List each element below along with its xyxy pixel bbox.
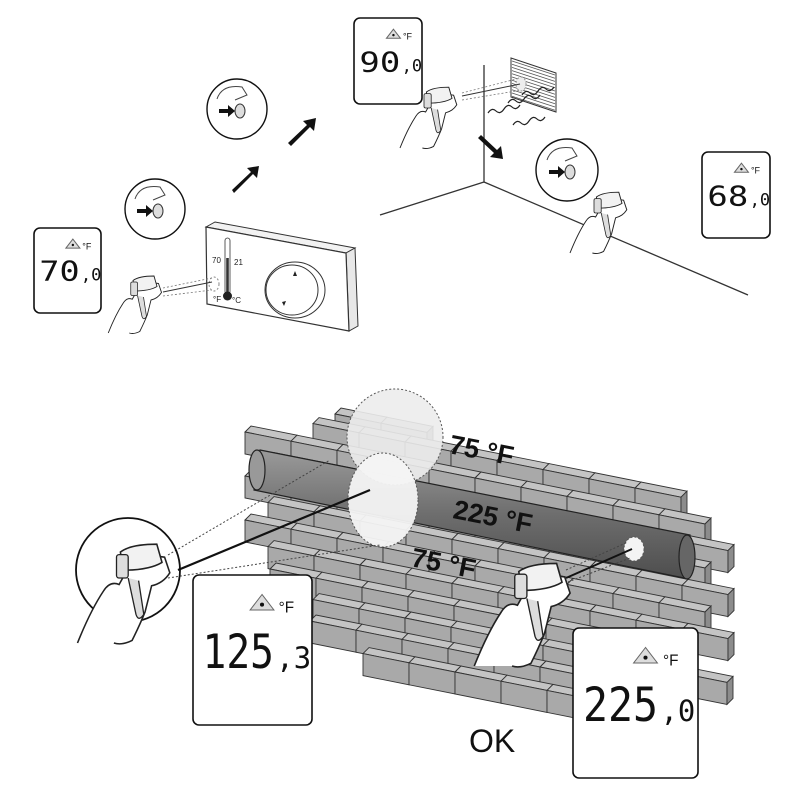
reading-decimal: ,0 xyxy=(750,190,770,210)
thermostat-unit-c: °C xyxy=(232,296,241,305)
unit-label: °F xyxy=(279,600,294,617)
trigger-icon xyxy=(152,203,164,219)
room-corner xyxy=(379,65,749,296)
narrow-aim-line xyxy=(565,548,633,579)
unit-label: °F xyxy=(751,166,761,176)
laser-warning-icon xyxy=(385,28,402,39)
vent-slat xyxy=(511,92,556,108)
wall-reading-display: °F68,0 xyxy=(701,151,771,239)
reading-value: 70 xyxy=(39,255,79,288)
ir-thermometer-gun xyxy=(473,562,571,668)
wide-beam xyxy=(167,459,381,579)
press-arrow-icon xyxy=(549,166,565,178)
reading-value: 90 xyxy=(359,45,400,78)
wide-spot-reading-display: °F 125,3 xyxy=(192,574,313,726)
reading-value: 68 xyxy=(707,179,748,212)
vent-slat xyxy=(511,70,556,85)
vent-slat xyxy=(511,95,556,111)
ir-thermometer-gun xyxy=(399,86,458,150)
wide-measurement-spot xyxy=(346,388,444,548)
step-arrow-icon xyxy=(232,118,503,193)
ir-thermometer-gun xyxy=(569,191,628,255)
laser-warning-icon xyxy=(249,593,275,611)
label-ok: OK xyxy=(469,723,515,759)
trigger-inset xyxy=(535,138,599,202)
narrow-measurement-spot xyxy=(623,536,645,562)
thermostat-reading-display: °F70,0 xyxy=(33,227,102,314)
vent-grille xyxy=(461,57,557,126)
unit-label: °F xyxy=(663,653,678,670)
narrow-spot-reading-display: °F 225,0 xyxy=(572,627,699,779)
reading-value: 125 xyxy=(203,625,274,680)
vent-slat xyxy=(511,60,556,76)
laser-warning-icon xyxy=(733,162,750,173)
reading-decimal: ,0 xyxy=(661,694,696,728)
vent-slat xyxy=(511,63,556,79)
reading-decimal: ,0 xyxy=(81,266,101,286)
reading-decimal: ,0 xyxy=(402,56,422,76)
laser-warning-icon xyxy=(64,238,81,249)
reading-decimal: ,3 xyxy=(276,641,311,675)
thermostat-scale-f: 70 xyxy=(212,256,221,265)
trigger-inset xyxy=(124,178,186,240)
ir-thermometer-gun xyxy=(76,543,171,645)
trigger-icon xyxy=(234,103,246,119)
unit-label: °F xyxy=(403,32,413,42)
heat-waves-icon xyxy=(487,86,555,126)
trigger-icon xyxy=(564,164,576,180)
press-arrow-icon xyxy=(137,205,153,217)
brick xyxy=(500,674,554,713)
vent-slat xyxy=(511,67,556,82)
narrow-beam xyxy=(565,541,631,583)
vent-slat xyxy=(511,73,556,89)
vent-slat xyxy=(511,89,556,105)
reading-value: 225 xyxy=(583,678,658,733)
wide-aim-line xyxy=(177,488,371,572)
thermostat-unit-f: °F xyxy=(213,295,221,304)
unit-label: °F xyxy=(82,241,92,251)
brick xyxy=(408,656,462,695)
press-arrow-icon xyxy=(219,105,235,117)
top-panel: 70 21 °F °C °F70,0°F xyxy=(33,17,771,334)
thermostat-scale-c: 21 xyxy=(234,258,243,267)
thermostat: 70 21 °F °C xyxy=(162,221,359,332)
vent-reading-display: °F90,0 xyxy=(353,17,423,105)
brick xyxy=(309,614,363,653)
ir-thermometer-gun xyxy=(107,275,162,334)
laser-warning-icon xyxy=(632,646,659,664)
trigger-inset xyxy=(206,78,268,140)
